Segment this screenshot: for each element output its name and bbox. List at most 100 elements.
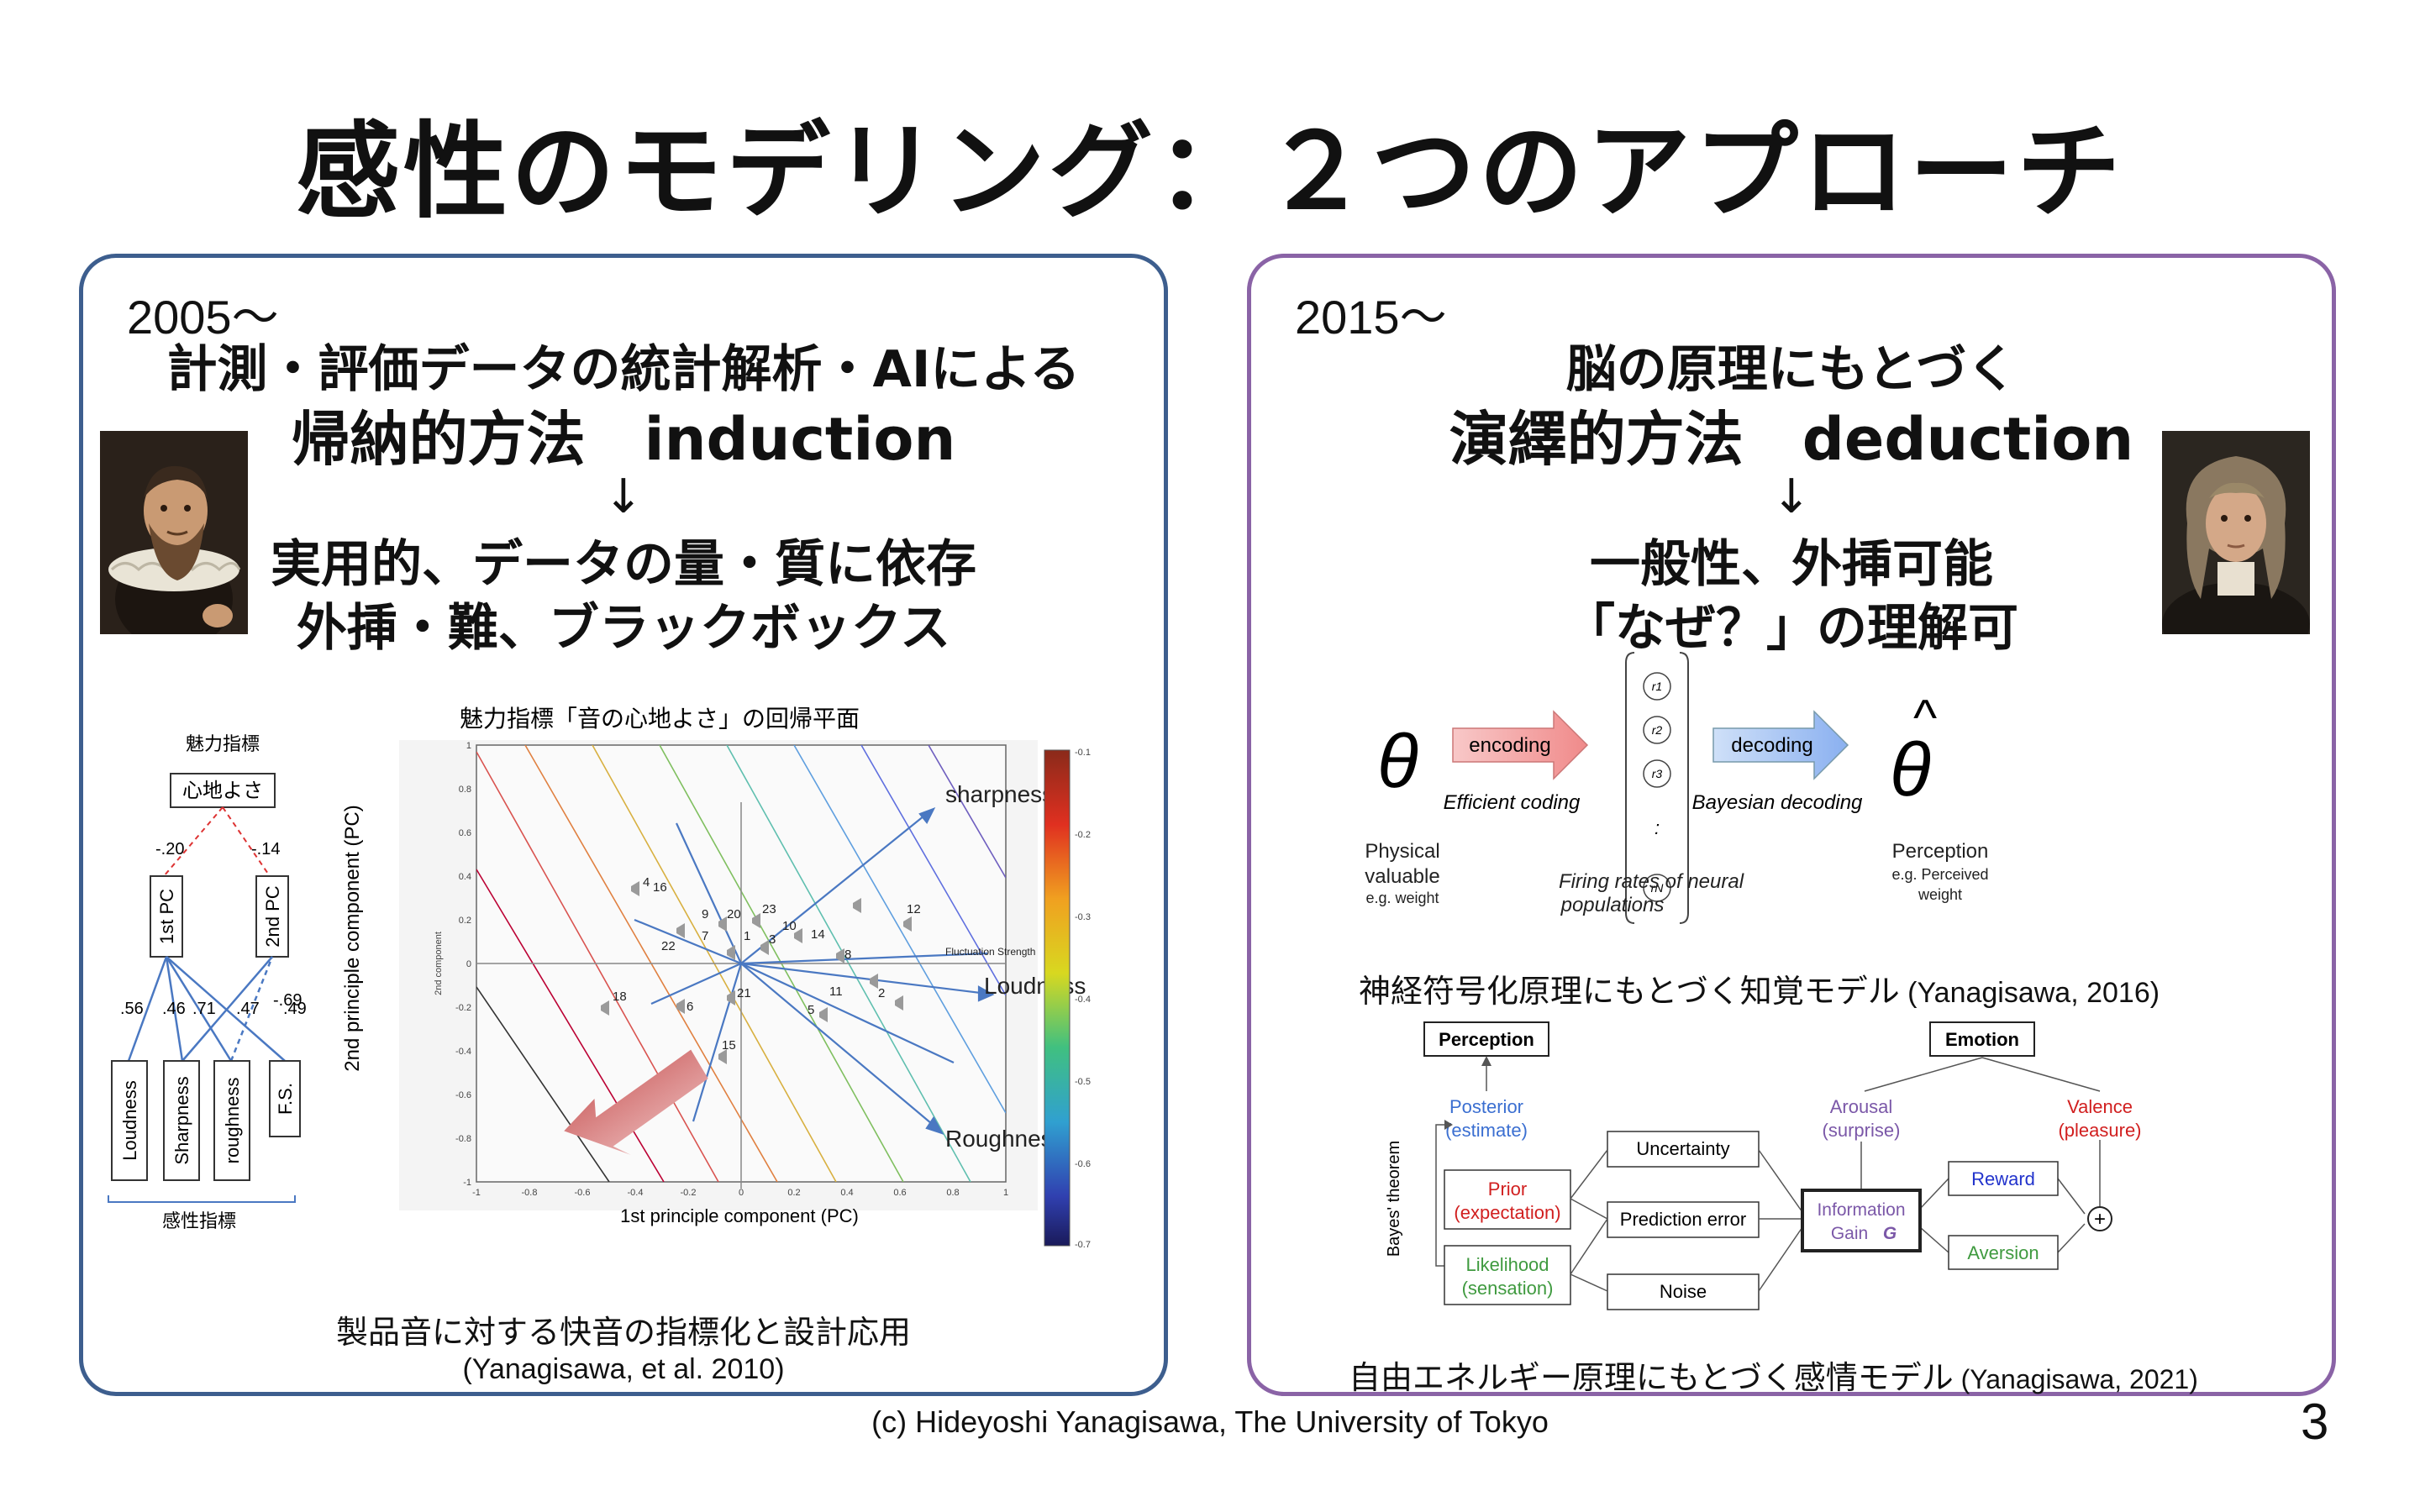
pt-11: 11	[829, 984, 843, 999]
pt-2: 2	[878, 986, 885, 1000]
right-down-arrow: ↓	[1771, 470, 1812, 524]
theta-hat-symbol: θ	[1890, 728, 1931, 812]
xtick-2: -0.6	[575, 1188, 591, 1198]
emo-prediction-error: Prediction error	[1620, 1209, 1746, 1230]
emo-perception: Perception	[1439, 1029, 1534, 1050]
pt-9: 9	[702, 907, 708, 921]
theta-hat-mark: ^	[1913, 690, 1937, 746]
emotion-caption: 自由エネルギー原理にもとづく感情モデル (Yanagisawa, 2021)	[1349, 1352, 2198, 1398]
coef-56: .56	[120, 1000, 144, 1018]
pt-7: 7	[702, 929, 708, 943]
slide-title: 感性のモデリング：２つのアプローチ	[295, 112, 2124, 233]
pt-5: 5	[808, 1003, 814, 1017]
ytick-1: 0.8	[459, 785, 471, 795]
neuron-r1: r1	[1652, 680, 1662, 693]
efficient-coding: Efficient coding	[1444, 791, 1581, 814]
emo-emotion: Emotion	[1945, 1029, 2019, 1050]
pc2-box: 2nd PC	[262, 885, 283, 947]
emo-valence-2: (pleasure)	[2058, 1120, 2141, 1141]
decoding-label: decoding	[1731, 734, 1812, 757]
emotion-caption-ref: (Yanagisawa, 2021)	[1953, 1364, 2198, 1394]
xtick-3: -0.4	[628, 1188, 644, 1198]
path-top-box: 心地よさ	[182, 780, 263, 802]
left-down-arrow: ↓	[603, 470, 644, 524]
physical-3: e.g. weight	[1365, 890, 1439, 906]
emo-bayes: Bayes' theorem	[1385, 1141, 1403, 1257]
path-bottom-label: 感性指標	[162, 1210, 236, 1231]
loudness-box: Loudness	[119, 1080, 140, 1160]
pt-10: 10	[782, 919, 797, 933]
plot-title: 魅力指標「音の心地よさ」の回帰平面	[460, 706, 860, 732]
encoding-label: encoding	[1469, 734, 1550, 757]
emo-prior-2: (expectation)	[1454, 1202, 1560, 1223]
emo-info-2: Gain	[1831, 1224, 1868, 1243]
ytick-6: -0.2	[455, 1003, 471, 1013]
bayesian-decoding: Bayesian decoding	[1692, 791, 1863, 814]
newton-portrait	[2162, 431, 2310, 634]
ytick-0: 1	[466, 741, 471, 751]
left-heading-3: 実用的、データの量・質に依存	[271, 535, 976, 594]
emo-info-1: Information	[1817, 1200, 1905, 1220]
ytick-5: 0	[466, 959, 471, 969]
physical-1: Physical	[1365, 840, 1439, 863]
xtick-9: 0.8	[946, 1188, 959, 1198]
induction-panel: 2005〜 計測・評価データの統計解析・AIによる 帰納的方法 inductio…	[79, 254, 1168, 1396]
pt-1: 1	[744, 929, 750, 943]
emo-aversion: Aversion	[1967, 1242, 2039, 1263]
ytick-4: 0.2	[459, 916, 471, 926]
vector-loudness: Loudness	[984, 973, 1086, 999]
neuron-dots: :	[1655, 817, 1660, 838]
left-heading-1: 計測・評価データの統計解析・AIによる	[166, 340, 1081, 399]
perception-1: Perception	[1892, 840, 1989, 863]
right-heading-3: 一般性、外挿可能	[1590, 535, 1993, 594]
theta-symbol: θ	[1377, 720, 1418, 804]
pt-23: 23	[762, 902, 776, 916]
right-heading-2: 演繹的方法 deduction	[1449, 405, 2134, 474]
cbar-tick-2: -0.3	[1075, 912, 1091, 922]
pt-3: 3	[769, 932, 776, 947]
coef-49: .49	[283, 1000, 307, 1018]
physical-2: valuable	[1365, 865, 1439, 888]
emo-uncertainty: Uncertainty	[1636, 1138, 1729, 1159]
cbar-tick-0: -0.1	[1075, 748, 1091, 758]
neuron-rN: rN	[1651, 881, 1665, 895]
plot-xlabel: 1st principle component (PC)	[620, 1205, 859, 1226]
plot-ylabel: 2nd principle component (PC)	[341, 805, 364, 1072]
xtick-7: 0.4	[840, 1188, 853, 1198]
xtick-4: -0.2	[681, 1188, 697, 1198]
plot-small-ylabel: 2nd component	[434, 932, 444, 995]
emotion-diagram: Perception Emotion Posterior (estimate) …	[1385, 1021, 2142, 1310]
emo-prior-1: Prior	[1488, 1179, 1527, 1200]
xtick-0: -1	[472, 1188, 481, 1198]
cbar-tick-4: -0.5	[1075, 1077, 1091, 1087]
coef-47: .47	[236, 1000, 260, 1018]
pt-8: 8	[844, 948, 851, 962]
right-year: 2015〜	[1295, 291, 1447, 344]
perception-3: weight	[1918, 886, 1962, 903]
emo-likelihood-1: Likelihood	[1465, 1254, 1549, 1275]
coding-caption-ref: (Yanagisawa, 2016)	[1899, 977, 2160, 1009]
pt-14: 14	[811, 927, 825, 942]
pt-4: 4	[643, 875, 650, 890]
coding-caption-jp: 神経符号化原理にもとづく知覚モデル	[1359, 973, 1900, 1010]
coef-46: .46	[162, 1000, 186, 1018]
firing-1: Firing rates of neural	[1559, 870, 1744, 893]
left-caption-1: 製品音に対する快音の指標化と設計応用	[335, 1314, 911, 1351]
coef-right: -.14	[251, 840, 280, 858]
cbar-tick-1: -0.2	[1075, 830, 1091, 840]
pt-15: 15	[722, 1038, 736, 1053]
kepler-portrait	[100, 431, 248, 634]
ytick-2: 0.6	[459, 828, 471, 838]
roughness-box: roughness	[222, 1078, 243, 1164]
path-top-label: 魅力指標	[186, 733, 260, 754]
pt-21: 21	[737, 986, 751, 1000]
left-caption-2: (Yanagisawa, et al. 2010)	[462, 1353, 785, 1385]
emo-info-g: G	[1883, 1224, 1897, 1243]
emotion-caption-jp: 自由エネルギー原理にもとづく感情モデル	[1349, 1359, 1954, 1396]
xtick-10: 1	[1003, 1188, 1008, 1198]
coef-71: .71	[192, 1000, 216, 1018]
right-heading-4: 「なぜ？」の理解可	[1565, 599, 2018, 658]
fs-box: F.S.	[275, 1083, 296, 1115]
pt-22: 22	[661, 939, 676, 953]
